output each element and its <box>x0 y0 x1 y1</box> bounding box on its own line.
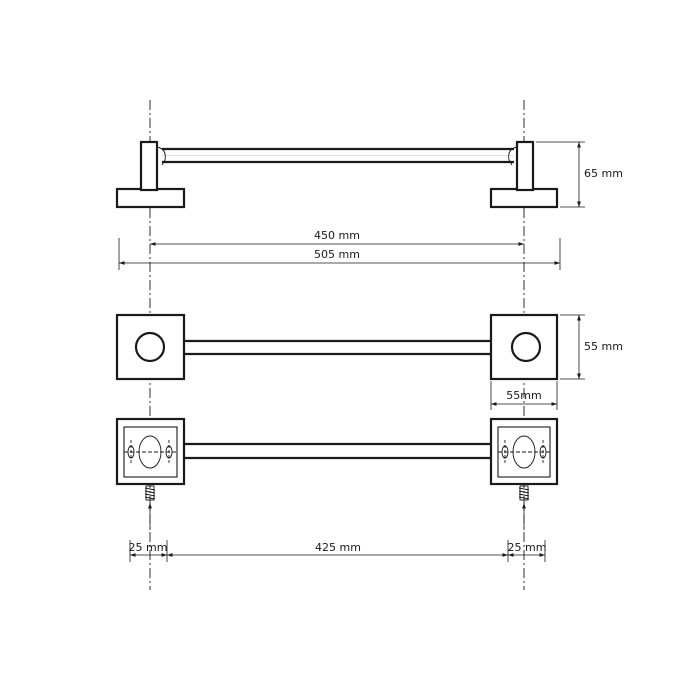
front-view <box>115 313 559 381</box>
front-view-bar <box>164 339 512 356</box>
height-side-label: 65 mm <box>584 167 623 180</box>
overall-length-dimension: 505 mm <box>118 238 561 270</box>
left-offset-label: 25 mm <box>129 541 168 554</box>
front-view-right-plate <box>489 313 559 381</box>
side-view-right-bracket <box>489 140 559 209</box>
rear-view-bar <box>184 442 491 460</box>
mount-distance-label: 425 mm <box>315 541 361 554</box>
side-view <box>115 140 559 209</box>
overall-length-label: 505 mm <box>314 248 360 261</box>
center-distance-dimension: 450 mm <box>150 229 524 246</box>
base-width-dimension: 55mm <box>490 381 558 410</box>
side-view-left-bracket <box>115 140 186 209</box>
height-side-dimension: 65 mm <box>536 141 623 208</box>
rear-view <box>115 417 559 530</box>
center-distance-label: 450 mm <box>314 229 360 242</box>
rear-view-left-plate <box>115 417 186 486</box>
base-height-dimension: 55 mm <box>560 314 623 380</box>
right-offset-label: 25 mm <box>508 541 547 554</box>
base-width-label: 55mm <box>506 389 541 402</box>
base-height-label: 55 mm <box>584 340 623 353</box>
bottom-dimension-chain: 25 mm 425 mm 25 mm <box>129 540 547 562</box>
right-set-screw-icon <box>518 485 530 530</box>
rear-view-right-plate <box>489 417 559 486</box>
left-set-screw-icon <box>144 485 156 530</box>
side-view-bar <box>162 147 514 164</box>
front-view-left-plate <box>115 313 186 381</box>
